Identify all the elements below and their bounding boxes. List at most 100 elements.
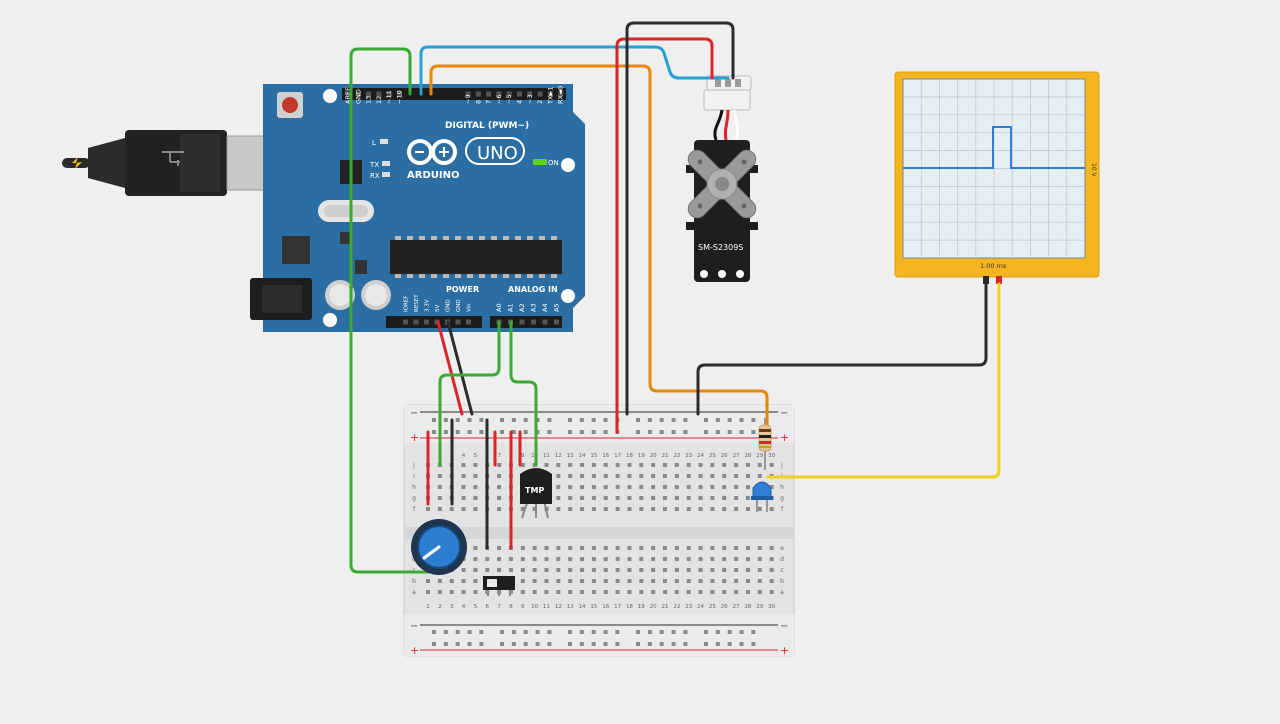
breadboard-hole[interactable] — [568, 568, 573, 572]
power-pin-header[interactable] — [386, 316, 482, 328]
breadboard-hole[interactable] — [734, 590, 739, 594]
digital-pin-hole[interactable] — [558, 91, 564, 97]
breadboard-hole[interactable] — [734, 507, 739, 511]
rail-hole[interactable] — [455, 642, 460, 646]
breadboard-hole[interactable] — [591, 557, 596, 561]
breadboard-hole[interactable] — [757, 463, 762, 467]
breadboard-hole[interactable] — [651, 463, 656, 467]
rail-hole[interactable] — [715, 630, 720, 634]
rail-hole[interactable] — [591, 642, 596, 646]
breadboard-hole[interactable] — [473, 546, 478, 550]
breadboard-hole[interactable] — [556, 463, 561, 467]
rail-hole[interactable] — [715, 430, 720, 434]
breadboard-hole[interactable] — [580, 474, 585, 478]
breadboard-hole[interactable] — [591, 590, 596, 594]
breadboard-hole[interactable] — [674, 474, 679, 478]
breadboard-hole[interactable] — [461, 485, 466, 489]
breadboard-hole[interactable] — [769, 463, 774, 467]
rail-hole[interactable] — [467, 430, 472, 434]
digital-pin-hole[interactable] — [345, 91, 351, 97]
breadboard-hole[interactable] — [686, 485, 691, 489]
breadboard-hole[interactable] — [426, 579, 430, 583]
breadboard-hole[interactable] — [698, 507, 703, 511]
breadboard-hole[interactable] — [520, 557, 525, 561]
breadboard-hole[interactable] — [473, 568, 478, 572]
rail-hole[interactable] — [568, 630, 572, 634]
breadboard-hole[interactable] — [663, 463, 667, 467]
breadboard-hole[interactable] — [722, 507, 727, 511]
breadboard-hole[interactable] — [651, 557, 656, 561]
breadboard-hole[interactable] — [603, 463, 608, 467]
breadboard-hole[interactable] — [497, 507, 502, 511]
rail-hole[interactable] — [591, 418, 596, 422]
breadboard-hole[interactable] — [603, 590, 608, 594]
rail-hole[interactable] — [727, 642, 732, 646]
rail-hole[interactable] — [683, 418, 688, 422]
wire-green-a0[interactable] — [438, 320, 501, 467]
breadboard-hole[interactable] — [710, 579, 715, 583]
breadboard-hole[interactable] — [473, 579, 478, 583]
breadboard-hole[interactable] — [603, 474, 608, 478]
breadboard-hole[interactable] — [532, 590, 537, 594]
breadboard-hole[interactable] — [437, 590, 442, 594]
breadboard-hole[interactable] — [627, 579, 632, 583]
rail-hole[interactable] — [704, 642, 708, 646]
rail-hole[interactable] — [603, 430, 608, 434]
breadboard-hole[interactable] — [686, 590, 691, 594]
breadboard-hole[interactable] — [651, 590, 656, 594]
breadboard-hole[interactable] — [769, 590, 774, 594]
breadboard-hole[interactable] — [686, 579, 691, 583]
rail-hole[interactable] — [615, 642, 620, 646]
breadboard-hole[interactable] — [532, 546, 537, 550]
breadboard-hole[interactable] — [461, 463, 466, 467]
breadboard-hole[interactable] — [674, 463, 679, 467]
breadboard-hole[interactable] — [568, 579, 573, 583]
breadboard-hole[interactable] — [651, 496, 656, 500]
breadboard-hole[interactable] — [686, 496, 691, 500]
rail-hole[interactable] — [467, 642, 472, 646]
rail-hole[interactable] — [523, 430, 528, 434]
digital-pin-hole[interactable] — [386, 91, 392, 97]
breadboard-hole[interactable] — [734, 474, 739, 478]
wire-orange-pin10[interactable] — [429, 64, 769, 428]
breadboard-hole[interactable] — [745, 546, 750, 550]
breadboard-hole[interactable] — [473, 496, 478, 500]
power-pin-hole[interactable] — [466, 319, 471, 325]
power-pin-hole[interactable] — [424, 319, 429, 325]
rail-hole[interactable] — [479, 630, 484, 634]
breadboard-hole[interactable] — [674, 579, 679, 583]
rail-hole[interactable] — [739, 430, 744, 434]
breadboard-hole[interactable] — [710, 557, 715, 561]
breadboard-hole[interactable] — [639, 590, 644, 594]
rail-hole[interactable] — [511, 430, 516, 434]
rail-hole[interactable] — [443, 630, 448, 634]
rail-hole[interactable] — [636, 642, 640, 646]
breadboard-hole[interactable] — [769, 546, 774, 550]
breadboard-hole[interactable] — [722, 485, 727, 489]
breadboard-hole[interactable] — [686, 557, 691, 561]
digital-pin-hole[interactable] — [547, 91, 553, 97]
breadboard-hole[interactable] — [556, 485, 561, 489]
breadboard-hole[interactable] — [591, 496, 596, 500]
breadboard-hole[interactable] — [674, 557, 679, 561]
breadboard-hole[interactable] — [473, 557, 478, 561]
breadboard-hole[interactable] — [639, 507, 644, 511]
rail-hole[interactable] — [591, 630, 596, 634]
rail-hole[interactable] — [547, 430, 552, 434]
wire-blue-servo-signal[interactable] — [419, 45, 730, 96]
rail-hole[interactable] — [547, 418, 552, 422]
wire-black-scope-ground[interactable] — [696, 282, 988, 416]
breadboard-hole[interactable] — [674, 507, 679, 511]
rail-hole[interactable] — [467, 418, 472, 422]
breadboard-hole[interactable] — [591, 485, 596, 489]
breadboard-hole[interactable] — [520, 590, 525, 594]
wire-red-servo-power[interactable] — [615, 37, 714, 434]
breadboard-hole[interactable] — [734, 557, 739, 561]
breadboard-hole[interactable] — [568, 485, 573, 489]
breadboard-hole[interactable] — [603, 546, 608, 550]
rail-hole[interactable] — [739, 642, 744, 646]
breadboard-hole[interactable] — [615, 496, 620, 500]
rail-hole[interactable] — [591, 430, 596, 434]
breadboard-hole[interactable] — [769, 557, 774, 561]
